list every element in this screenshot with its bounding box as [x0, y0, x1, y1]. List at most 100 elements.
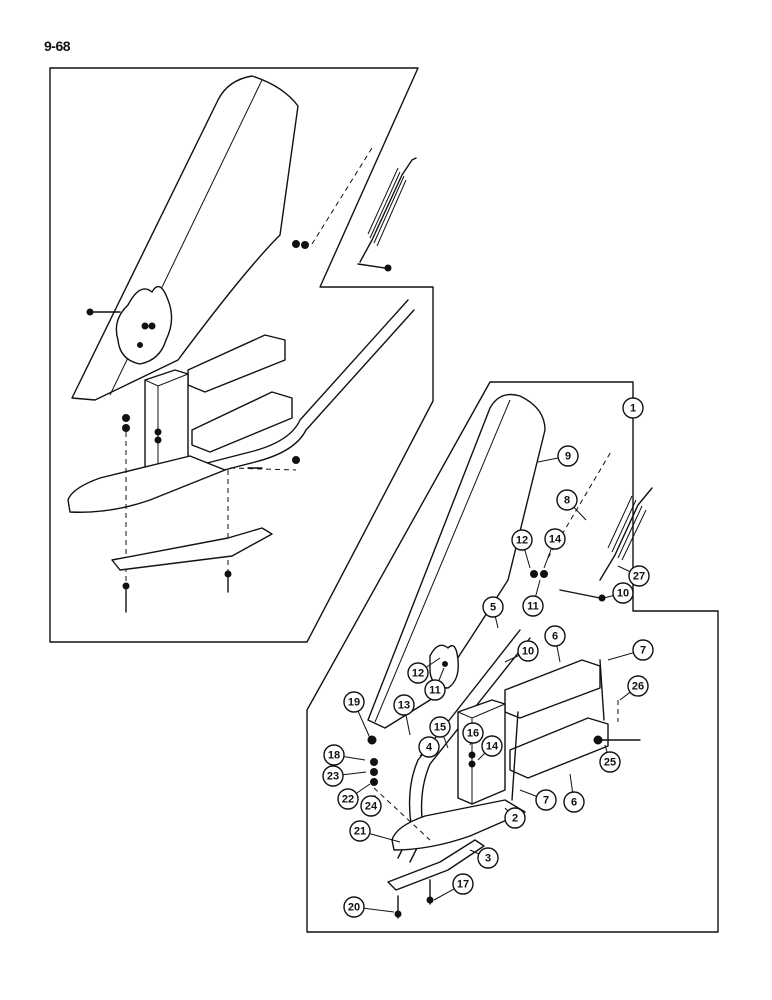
- skid: [67, 455, 226, 513]
- page-number: 9-68: [44, 38, 71, 54]
- callout-8: 8: [556, 489, 587, 521]
- callout-number: 10: [522, 646, 534, 658]
- callout-1: 1: [622, 397, 644, 419]
- callout-number: 7: [640, 645, 646, 657]
- callout-25: 25: [599, 744, 621, 773]
- callout-number: 12: [412, 668, 424, 680]
- callout-number: 19: [348, 697, 360, 709]
- callout-number: 12: [516, 535, 528, 547]
- pad-6-upper: [504, 659, 601, 719]
- callout-circle: [429, 716, 451, 738]
- callout-number: 17: [457, 879, 469, 891]
- callout-number: 20: [348, 902, 360, 914]
- pad-6-lower: [509, 717, 609, 779]
- callout-circle: [612, 582, 634, 604]
- spring-27: [599, 487, 653, 581]
- callout-circle: [424, 679, 446, 701]
- callout-number: 5: [490, 602, 496, 614]
- callout-circle: [599, 751, 621, 773]
- callout-circle: [517, 640, 539, 662]
- callout-circle: [360, 795, 382, 817]
- callout-22: 22: [337, 783, 371, 810]
- callout-number: 22: [342, 794, 354, 806]
- callout-circle: [557, 445, 579, 467]
- assembled-view-border: [49, 67, 434, 643]
- callout-11: 11: [522, 579, 544, 617]
- callout-circle: [343, 896, 365, 918]
- callout-3: 3: [469, 847, 499, 869]
- callout-circle: [393, 694, 415, 716]
- callout-23: 23: [322, 765, 367, 787]
- callout-13: 13: [393, 694, 415, 736]
- callout-16: 16: [462, 722, 484, 746]
- plate: [111, 527, 273, 571]
- callout-number: 23: [327, 771, 339, 783]
- plate-3: [387, 839, 485, 891]
- callout-20: 20: [343, 896, 395, 918]
- callout-circle: [627, 675, 649, 697]
- callout-10: 10: [603, 582, 634, 604]
- callout-number: 15: [434, 722, 446, 734]
- chain: [311, 147, 373, 245]
- callout-5: 5: [482, 596, 504, 629]
- callout-2: 2: [504, 807, 526, 829]
- callout-7: 7: [607, 639, 654, 661]
- callout-circle: [323, 744, 345, 766]
- callout-number: 11: [527, 601, 539, 613]
- callout-circle: [628, 565, 650, 587]
- callout-number: 6: [571, 797, 577, 809]
- callout-circle: [504, 807, 526, 829]
- callout-15: 15: [429, 716, 451, 749]
- callout-9: 9: [537, 445, 579, 467]
- callout-circle: [544, 528, 566, 550]
- callout-circle: [322, 765, 344, 787]
- callout-26: 26: [619, 675, 649, 701]
- callout-number: 8: [564, 495, 570, 507]
- callout-7: 7: [519, 789, 557, 811]
- pad-lower: [191, 391, 293, 453]
- callout-number: 11: [429, 685, 441, 697]
- callout-number: 16: [467, 728, 479, 740]
- callout-14: 14: [477, 735, 503, 761]
- callout-number: 25: [604, 757, 616, 769]
- callout-number: 2: [512, 813, 518, 825]
- callout-number: 1: [630, 403, 636, 415]
- callout-number: 14: [549, 534, 562, 546]
- exploded-view: [306, 381, 719, 933]
- callout-12: 12: [407, 657, 441, 684]
- exploded-view-border: [306, 381, 719, 933]
- callout-circle: [343, 691, 365, 713]
- callout-circle: [481, 735, 503, 757]
- callout-6: 6: [544, 625, 566, 663]
- callout-number: 18: [328, 750, 340, 762]
- pad-upper: [187, 334, 286, 393]
- callout-circle: [544, 625, 566, 647]
- callout-number: 6: [552, 631, 558, 643]
- callout-number: 13: [398, 700, 410, 712]
- callout-number: 24: [365, 801, 378, 813]
- callout-24: 24: [360, 794, 382, 817]
- callout-4: 4: [418, 736, 440, 758]
- callout-number: 9: [565, 451, 571, 463]
- callout-10: 10: [504, 640, 539, 663]
- callout-12: 12: [511, 529, 533, 569]
- callout-circle: [482, 596, 504, 618]
- callout-number: 10: [617, 588, 629, 600]
- callout-19: 19: [343, 691, 371, 739]
- callout-17: 17: [433, 873, 474, 901]
- callout-circle: [535, 789, 557, 811]
- callout-circle: [349, 820, 371, 842]
- callout-circle: [462, 722, 484, 744]
- callout-number: 4: [426, 742, 433, 754]
- callout-circle: [563, 791, 585, 813]
- spring: [359, 157, 417, 263]
- callout-circle: [418, 736, 440, 758]
- callout-circle: [556, 489, 578, 511]
- callout-21: 21: [349, 820, 401, 843]
- callout-number: 3: [485, 853, 491, 865]
- callout-circle: [511, 529, 533, 551]
- rod-pair: [101, 299, 415, 501]
- callout-27: 27: [617, 565, 650, 587]
